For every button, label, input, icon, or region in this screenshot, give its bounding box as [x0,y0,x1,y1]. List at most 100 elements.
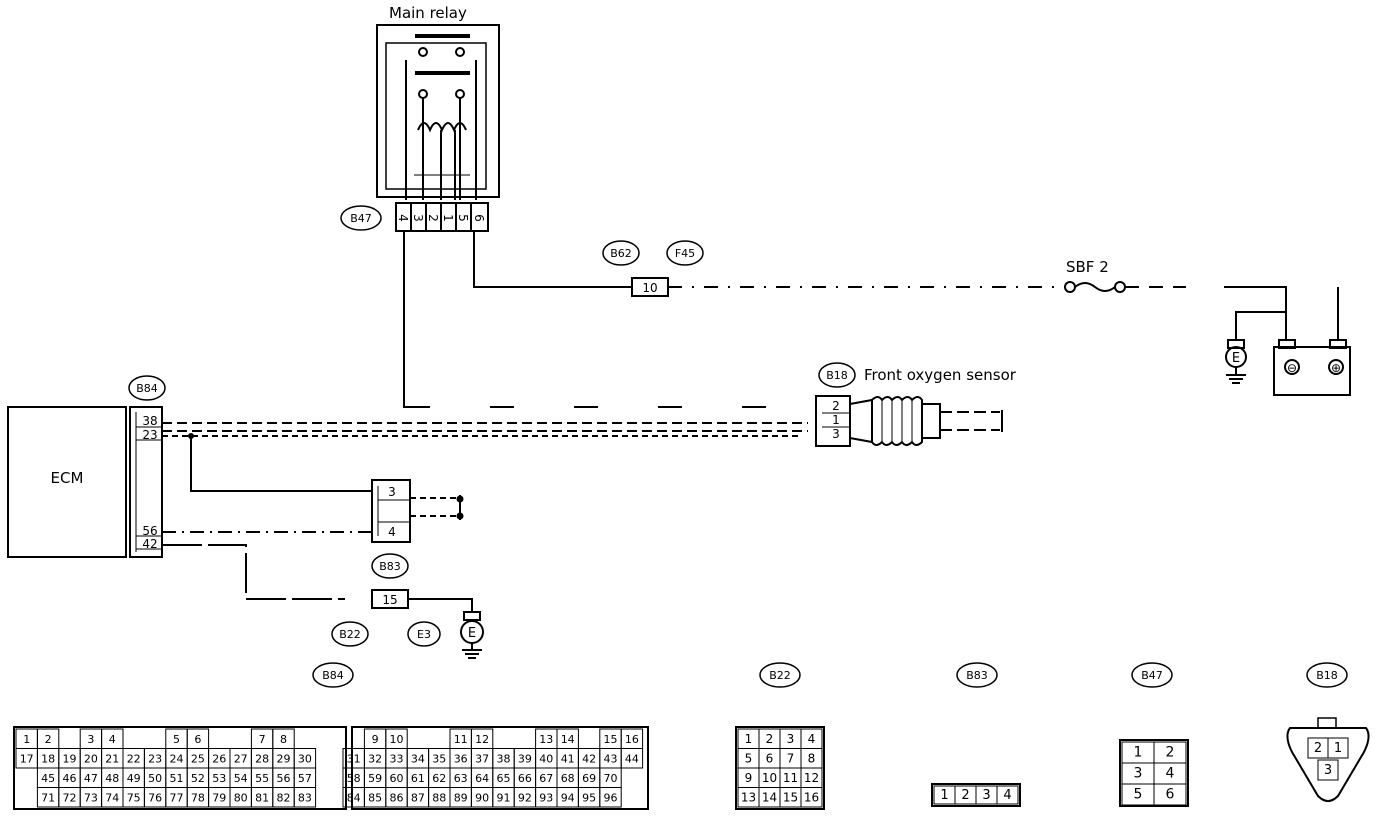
b84-pin-51-label: 51 [170,772,184,785]
tag-b22-label: B22 [339,628,361,641]
b84-pin-3-label: 3 [87,733,94,746]
tag-b84-ecm-label: B84 [136,382,158,395]
b47-pin-3-label: 3 [1134,766,1143,782]
b84-pin-71-label: 71 [41,791,55,804]
fuse-sbf2 [1064,281,1126,293]
b84-pin-67-label: 67 [539,772,553,785]
b84-pin-69-label: 69 [582,772,596,785]
ground-icon-e3 [460,611,484,659]
b22-pin-5-label: 5 [745,751,753,765]
b84-pin-76-label: 76 [148,791,162,804]
b84-pin-10-label: 10 [390,733,404,746]
title-b22: B22 [769,669,791,682]
b84-pin-2-label: 2 [45,733,52,746]
b22-pin-4-label: 4 [808,732,816,746]
b84-pin-34-label: 34 [411,752,425,765]
b84-pin-93-label: 93 [539,791,553,804]
b83-pin-2-label: 2 [961,788,969,803]
relay-pin-1: 1 [441,214,455,222]
b84-pin-62-label: 62 [432,772,446,785]
b84-pin-36-label: 36 [454,752,468,765]
b84-pin-81-label: 81 [255,791,269,804]
b84-pin-66-label: 66 [518,772,532,785]
b18-pin-3-label: 3 [1324,763,1332,778]
b22-pin-2-label: 2 [766,732,774,746]
b84-pin-83-cell [293,787,317,808]
tag-b62-label: B62 [610,247,632,260]
ecm-pin-56: 56 [142,524,157,538]
b84-pin-17-label: 17 [20,752,34,765]
splice-dot-b83-upper [456,495,464,503]
b84-pin-92-label: 92 [518,791,532,804]
b84-pin-18-label: 18 [41,752,55,765]
b84-pin-79-label: 79 [212,791,226,804]
b84-pin-30-label: 30 [298,752,312,765]
b84-pin-44-cell [620,748,644,769]
ground-label: E [1232,351,1240,366]
ground-connector [371,589,409,609]
b22-pin-16-label: 16 [804,790,819,804]
b18-latch [1317,717,1337,729]
b22-pin-13-label: 13 [741,790,756,804]
b22-connector [735,726,825,810]
b84-pin-42-label: 42 [582,752,596,765]
b22-pin-10-label: 10 [762,771,777,785]
title-b83-oval [956,662,998,688]
b47-pin-4-label: 4 [1166,766,1175,782]
tag-e3 [407,621,441,647]
tag-b83-block-label: B83 [379,560,401,573]
b84-pin-85-label: 85 [368,791,382,804]
b84-pin-14-label: 14 [561,733,575,746]
b84-pin-55-label: 55 [255,772,269,785]
tag-f45-label: F45 [675,247,695,260]
b84-pin-82-label: 82 [277,791,291,804]
b84-pin-29-label: 29 [277,752,291,765]
b84-pin-60-label: 60 [390,772,404,785]
b83-pin-1-label: 1 [940,788,948,803]
b84-pin-80-label: 80 [234,791,248,804]
b84-pin-88-label: 88 [432,791,446,804]
fuse-label: SBF 2 [1066,258,1109,276]
b84-pin-94-label: 94 [561,791,575,804]
b84-pin-78-label: 78 [191,791,205,804]
b84-pin-22-label: 22 [127,752,141,765]
b84-pin-35-label: 35 [432,752,446,765]
relay-connector [395,202,489,232]
b83-pin-3: 3 [388,485,396,499]
b84-pin-16-label: 16 [625,733,639,746]
b84-pin-31-label: 31 [347,752,361,765]
b18-pin-2-label: 2 [1314,741,1322,756]
relay-pin-2: 2 [426,214,440,222]
b84-pin-25-label: 25 [191,752,205,765]
title-b22-oval [759,662,801,688]
tag-f45 [666,240,704,266]
b84-pin-33-label: 33 [390,752,404,765]
battery-positive-icon: ⊕ [1331,361,1341,375]
b84-pin-8-label: 8 [280,733,287,746]
title-b47: B47 [1141,669,1163,682]
b84-pin-44-label: 44 [625,752,639,765]
b84-pin-91-label: 91 [497,791,511,804]
b84-pin-90-label: 90 [475,791,489,804]
b84-pin-38-label: 38 [497,752,511,765]
b84-pin-28-label: 28 [255,752,269,765]
wires [162,231,1339,612]
b84-pin-96-cell [599,787,622,808]
b47-pin-2-label: 2 [1166,745,1175,761]
b84-pin-19-label: 19 [63,752,77,765]
tag-b83-block [371,553,409,579]
sensor-pin-2: 2 [832,399,840,413]
title-b47-oval [1131,662,1173,688]
b22-pin-14-label: 14 [762,790,777,804]
b84-pin-47-label: 47 [84,772,98,785]
tag-e3-label: E3 [417,628,431,641]
sensor-label: Front oxygen sensor [864,366,1017,384]
main-relay-title: Main relay [389,4,467,22]
splice-dot [188,433,194,439]
b84-pin-63-label: 63 [454,772,468,785]
b84-pin-37-label: 37 [475,752,489,765]
ecm-connector [129,406,163,558]
b84-pin-64-label: 64 [475,772,489,785]
